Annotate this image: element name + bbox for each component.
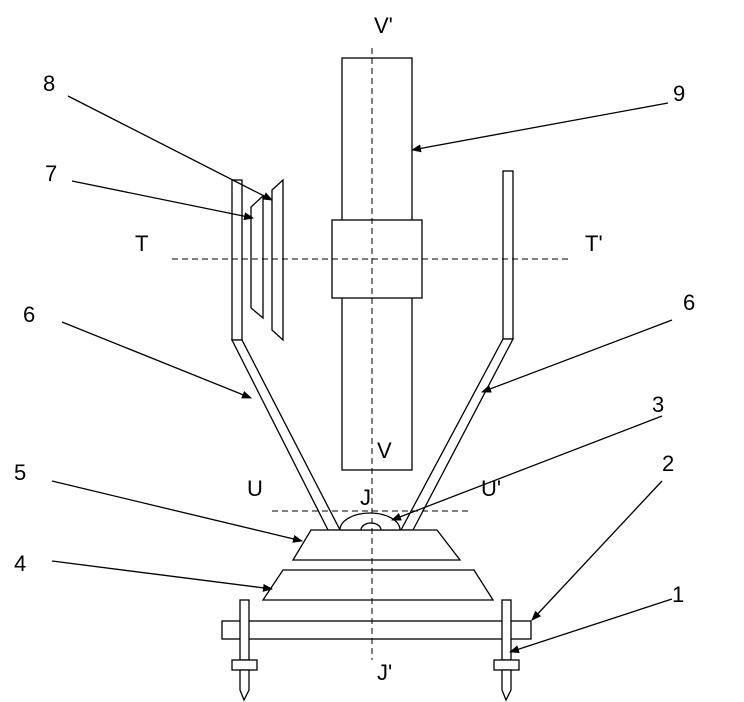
callout-5: 5: [14, 460, 26, 485]
leader-8: [67, 95, 273, 201]
bar-2: [221, 620, 532, 640]
callout-7: 7: [45, 161, 57, 186]
callout-3: 3: [652, 392, 664, 417]
label-u-left: U: [247, 476, 263, 501]
callout-6-left: 6: [23, 302, 35, 327]
plate-7: [250, 194, 264, 320]
leader-5: [51, 480, 303, 543]
leader-7: [71, 180, 254, 221]
leader-3: [391, 415, 663, 521]
callout-1: 1: [672, 582, 684, 607]
right-post: [502, 170, 514, 340]
right-leg: [501, 599, 512, 661]
callout-6-right: 6: [683, 290, 695, 315]
joint-3: [339, 512, 401, 531]
leader-4: [51, 560, 273, 592]
label-v-top: V': [374, 13, 393, 38]
leader-6-right: [481, 319, 673, 393]
leader-1: [509, 598, 673, 654]
leader-9: [411, 102, 669, 153]
callout-9: 9: [673, 81, 685, 106]
right-leg-tip: [501, 669, 512, 702]
plate-8: [271, 178, 284, 342]
base-frustum-5: [291, 529, 462, 561]
label-j-bottom: J': [377, 660, 392, 685]
right-leg-collar: [493, 659, 520, 671]
left-strut: [230, 339, 342, 531]
base-frustum-4: [261, 569, 495, 601]
label-v-bottom: V: [377, 438, 392, 463]
left-leg-collar: [231, 659, 258, 671]
joint-inner: [360, 522, 382, 531]
label-j-top: J: [360, 485, 371, 510]
leader-6-left: [61, 321, 252, 399]
callout-2: 2: [662, 451, 674, 476]
right-strut: [399, 338, 515, 531]
callout-8: 8: [43, 71, 55, 96]
left-leg-tip: [239, 669, 250, 702]
left-post: [231, 179, 243, 341]
leader-2: [531, 480, 663, 621]
callout-4: 4: [14, 551, 26, 576]
label-t-right: T': [585, 231, 603, 256]
label-t-left: T: [135, 231, 148, 256]
label-u-right: U': [481, 476, 501, 501]
left-leg: [239, 599, 250, 661]
